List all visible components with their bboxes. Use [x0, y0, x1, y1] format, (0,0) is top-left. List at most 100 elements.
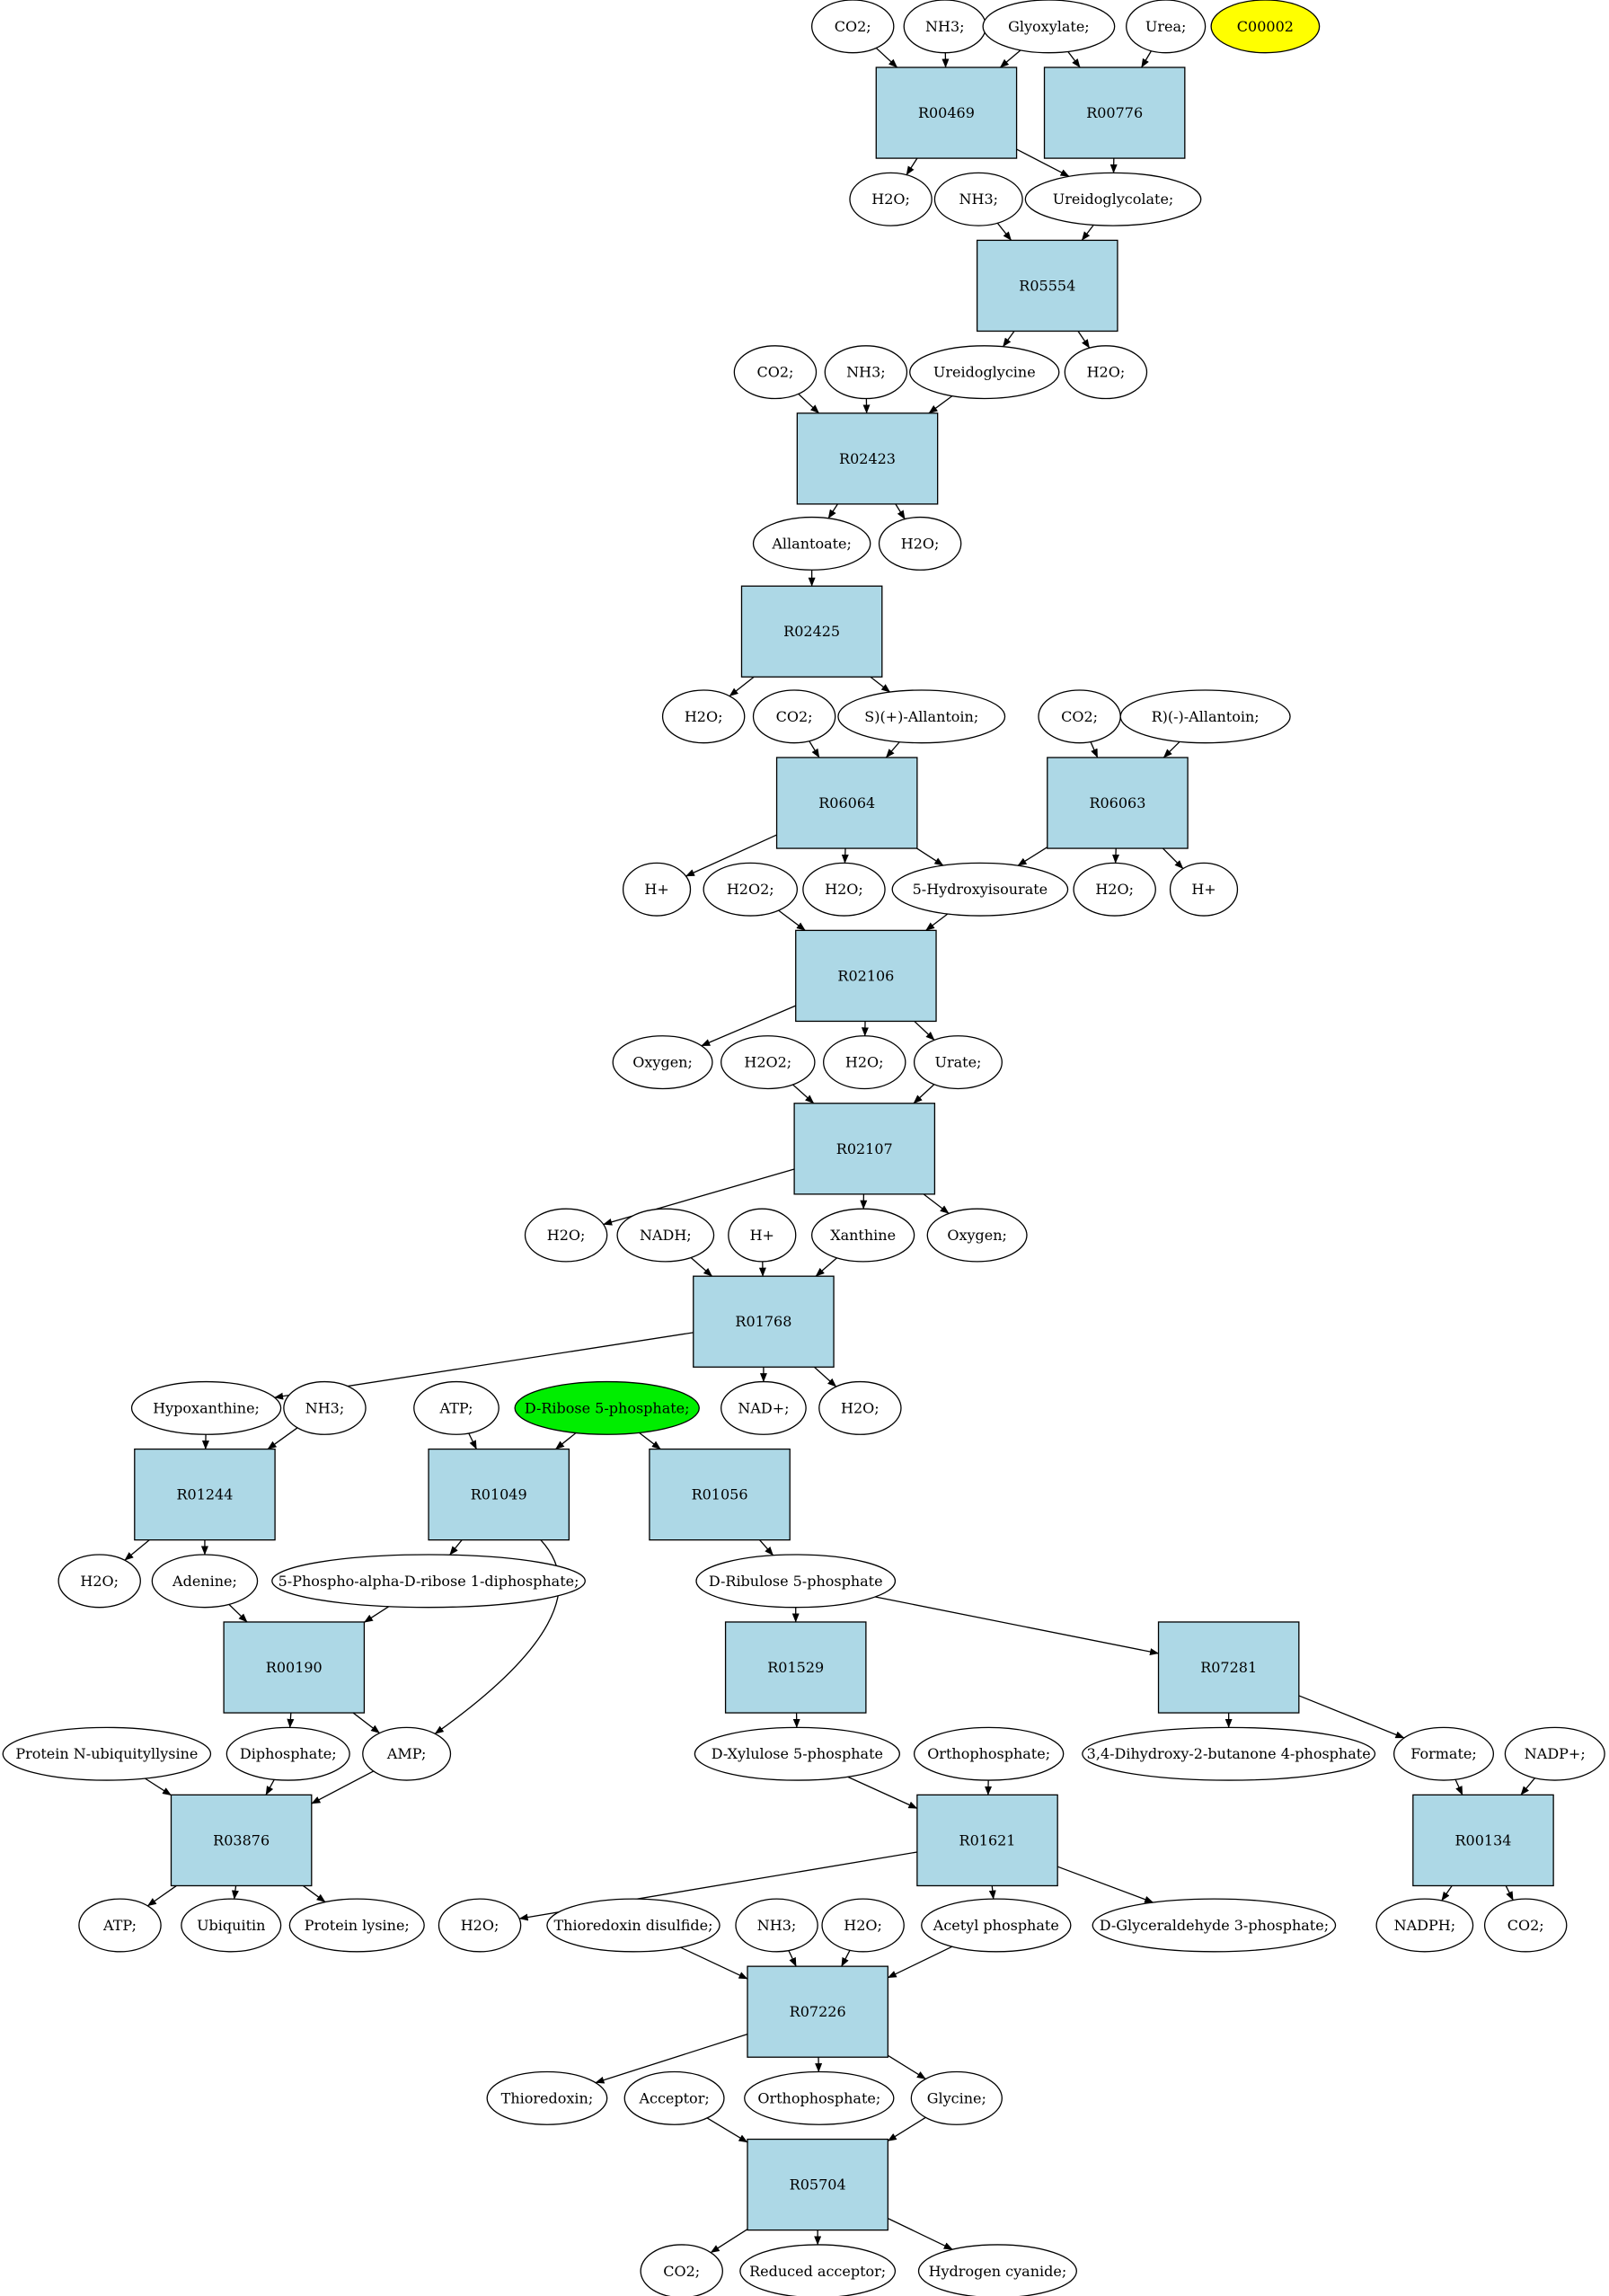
metabolite-ellipse [695, 1554, 897, 1609]
reaction-node-r-r01049: R01049 [428, 1448, 570, 1541]
metabolite-node-m-nadph: NADPH; [1375, 1898, 1474, 1953]
metabolite-ellipse [1504, 1726, 1605, 1781]
node-label: Xanthine [830, 1227, 896, 1244]
node-label: H2O; [825, 881, 863, 898]
metabolite-node-m-h2o-12: H2O; [821, 1898, 905, 1953]
metabolite-node-m-dhbp: 3,4-Dihydroxy-2-butanone 4-phosphate [1082, 1726, 1376, 1781]
edge-r-r02425-to-m-h2o-4 [729, 676, 755, 697]
metabolite-ellipse [917, 2244, 1077, 2296]
metabolite-node-m-s-allantoin: S)(+)-Allantoin; [837, 689, 1006, 744]
edge-r-r01049-to-m-prpp [449, 1539, 463, 1556]
edge-m-pnul-to-r-r03876 [145, 1777, 172, 1796]
node-label: D-Glyceraldehyde 3-phosphate; [1100, 1917, 1329, 1934]
metabolite-ellipse [913, 1035, 1003, 1090]
metabolite-ellipse [849, 172, 933, 226]
metabolite-node-m-h2o-9: H2O; [818, 1380, 902, 1435]
node-label: H2O; [685, 708, 723, 725]
metabolite-ellipse [413, 1380, 499, 1435]
edge-m-nh3-2-to-r-r05554 [996, 222, 1012, 241]
metabolite-node-m-trx-disulfide: Thioredoxin disulfide; [546, 1898, 721, 1953]
edge-r-r01621-to-m-g3p [1056, 1866, 1154, 1903]
node-label: R05704 [790, 2176, 846, 2194]
node-label: H+ [750, 1227, 774, 1244]
metabolite-node-m-r-allantoin: R)(-)-Allantoin; [1119, 689, 1291, 744]
edge-r-r00190-to-m-diphosphate [287, 1713, 295, 1728]
edge-r-r02106-to-m-oxygen-1 [701, 1005, 796, 1047]
metabolite-node-m-nh3-1: NH3; [903, 0, 987, 54]
metabolite-node-m-orthophosphate-1: Orthophosphate; [913, 1726, 1065, 1781]
metabolite-node-m-diphosphate: Diphosphate; [225, 1726, 350, 1781]
node-label: R07281 [1200, 1659, 1257, 1676]
metabolite-node-m-co2-4: CO2; [1038, 689, 1121, 744]
metabolite-node-m-orthophosphate-2: Orthophosphate; [744, 2070, 895, 2125]
metabolite-node-m-r5p: D-Ribose 5-phosphate; [514, 1380, 700, 1435]
edge-m-nadpplus-to-r-r00134 [1520, 1777, 1535, 1795]
metabolite-ellipse [921, 1898, 1072, 1953]
metabolite-ellipse [640, 2244, 723, 2296]
metabolite-node-m-xu5p: D-Xylulose 5-phosphate [694, 1726, 900, 1781]
edge-r-r01049-to-m-amp [434, 1539, 561, 1734]
metabolite-ellipse [623, 2070, 725, 2125]
reaction-node-r-r01056: R01056 [649, 1448, 791, 1541]
reaction-box [1412, 1794, 1554, 1887]
reaction-node-r-r01768: R01768 [693, 1275, 835, 1368]
edge-m-glycine-to-r-r05704 [887, 2116, 926, 2142]
metabolite-ellipse [225, 1726, 350, 1781]
reaction-node-r-r01621: R01621 [916, 1794, 1058, 1887]
metabolite-ellipse [438, 1898, 522, 1953]
metabolite-node-m-co2-3: CO2; [752, 689, 836, 744]
metabolite-ellipse [744, 2070, 895, 2125]
node-label: R02423 [839, 450, 896, 467]
edge-m-r5p-to-r-r01056 [639, 1432, 661, 1450]
metabolite-ellipse [1375, 1898, 1474, 1953]
reaction-node-r-r00776: R00776 [1043, 66, 1186, 159]
metabolite-ellipse [721, 1380, 807, 1435]
node-label: H+ [644, 881, 668, 898]
metabolite-ellipse [1483, 1898, 1568, 1953]
edge-r-r07281-to-m-formate [1298, 1695, 1405, 1739]
metabolite-node-m-xanthine: Xanthine [810, 1208, 915, 1263]
edge-r-r01621-to-m-acetyl-phosphate [988, 1885, 996, 1900]
metabolite-ellipse [1169, 862, 1239, 917]
metabolite-node-m-h2o-3: H2O; [878, 516, 962, 571]
metabolite-ellipse [1082, 1726, 1376, 1781]
node-label: Thioredoxin; [501, 2089, 594, 2106]
node-label: Urate; [934, 1054, 981, 1071]
reaction-node-r-r07281: R07281 [1157, 1621, 1300, 1714]
metabolite-node-m-h2o-6: H2O; [1073, 862, 1156, 917]
node-label: H2O; [80, 1573, 119, 1590]
metabolite-ellipse [486, 2070, 608, 2125]
metabolite-node-m-h2o-8: H2O; [524, 1208, 608, 1263]
reaction-node-r-r02106: R02106 [795, 929, 937, 1023]
metabolite-ellipse [1119, 689, 1291, 744]
node-label: R00190 [266, 1659, 323, 1676]
node-label: Adenine; [172, 1573, 237, 1590]
reaction-node-r-r02423: R02423 [796, 412, 939, 505]
metabolite-node-m-atp-2: ATP; [78, 1898, 162, 1953]
metabolite-ellipse [288, 1898, 425, 1953]
node-label: Ubiquitin [197, 1917, 265, 1934]
metabolite-ellipse [1092, 1898, 1337, 1953]
metabolite-node-m-hplus-3: H+ [728, 1208, 797, 1263]
edge-r-r06064-to-m-5hiu [916, 847, 944, 866]
edge-m-xanthine-to-r-r01768 [815, 1257, 837, 1277]
reaction-box [747, 2138, 888, 2231]
edge-r-r06063-to-m-h2o-6 [1111, 848, 1119, 864]
node-label: Urea; [1145, 18, 1187, 35]
metabolite-ellipse [811, 0, 895, 54]
metabolite-node-m-acetyl-phosphate: Acetyl phosphate [921, 1898, 1072, 1953]
edge-r-r07226-to-m-thioredoxin [595, 2034, 748, 2084]
node-label: Thioredoxin disulfide; [553, 1917, 712, 1934]
node-label: NH3; [757, 1917, 797, 1934]
metabolite-ellipse [694, 1726, 900, 1781]
node-label: H2O; [845, 1054, 884, 1071]
metabolite-node-m-urea: Urea; [1126, 0, 1207, 54]
edge-r-r05554-to-m-ureidoglycine [1002, 331, 1015, 348]
metabolite-ellipse [733, 345, 818, 400]
metabolite-ellipse [891, 862, 1069, 917]
node-label: Hydrogen cyanide; [929, 2263, 1067, 2280]
edge-m-ureidoglycolate-to-r-r05554 [1081, 224, 1094, 241]
edge-r-r02423-to-m-allantoate [827, 503, 838, 519]
